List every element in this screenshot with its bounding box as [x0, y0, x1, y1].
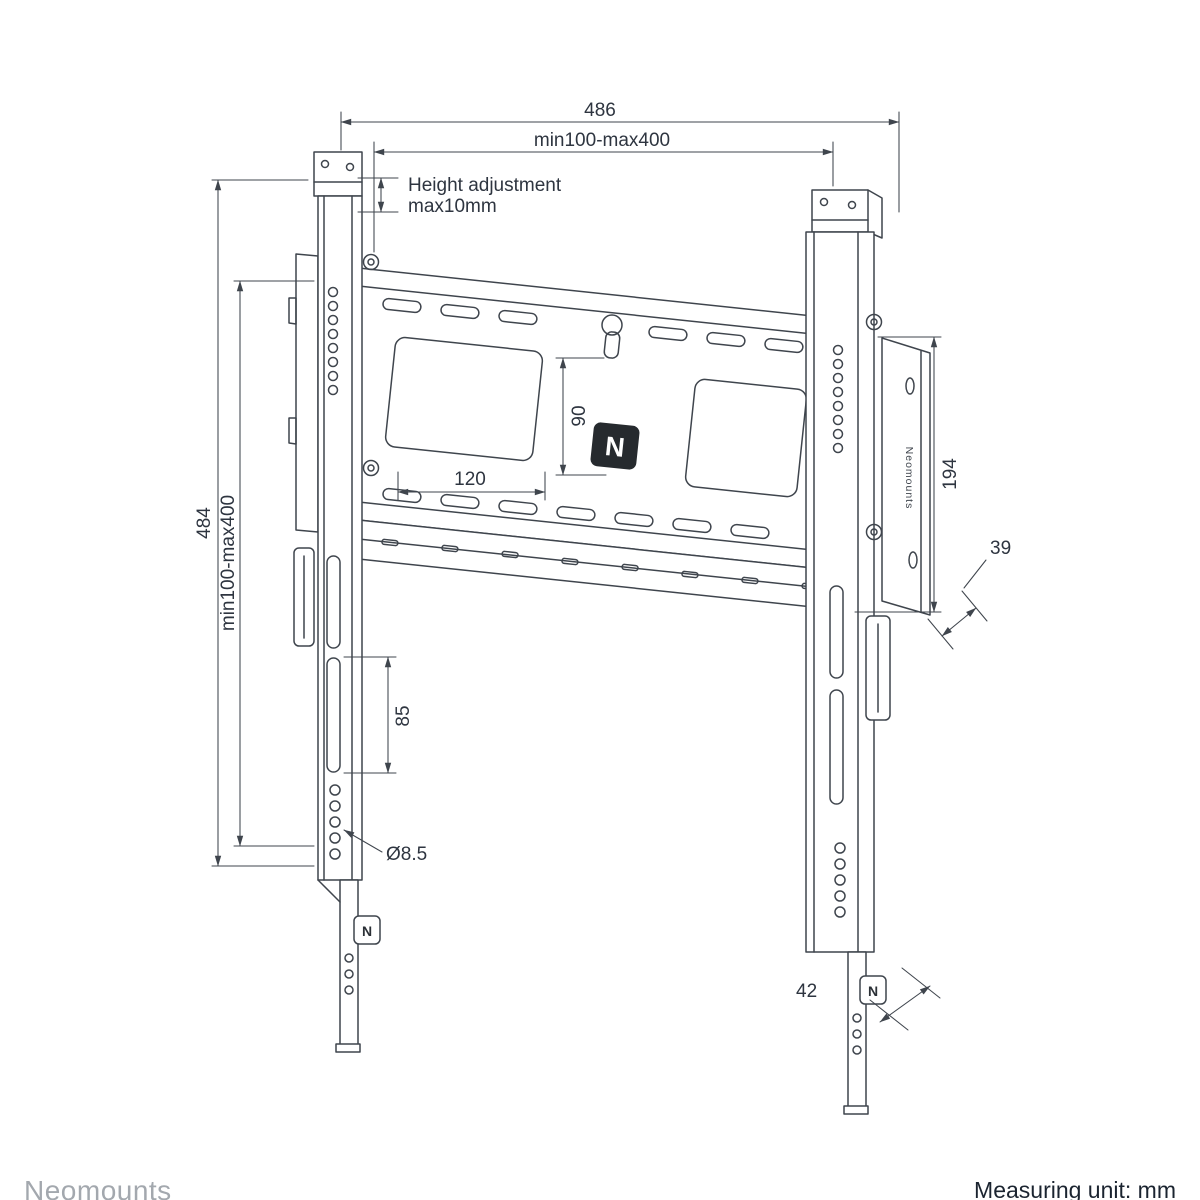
neomounts-logo-badge	[590, 422, 640, 470]
dim-label-42: 42	[796, 981, 817, 1002]
dim-label-486: 486	[584, 100, 616, 121]
dim-label-hole-diameter: Ø8.5	[386, 844, 427, 865]
height-adjustment-note-line1: Height adjustment	[408, 175, 562, 196]
center-logo-letter: N	[604, 431, 627, 463]
right-bracket-lower-holes	[834, 842, 862, 1055]
dimension-labels: 486 min100-max400 Height adjustment max1…	[194, 100, 1011, 1002]
right-wall-rail	[881, 337, 931, 616]
plate-cutout-left	[384, 336, 544, 462]
left-strap-clip	[353, 915, 381, 945]
dim-label-194: 194	[940, 458, 961, 490]
left-bracket-screws	[362, 253, 380, 477]
logo-letters: N N N Neomounts	[362, 431, 915, 999]
footer-measuring-unit: Measuring unit: mm	[974, 1177, 1176, 1200]
right-clip-logo-letter: N	[868, 983, 878, 999]
right-bracket-holes	[832, 344, 844, 454]
keyhole	[601, 314, 623, 359]
left-wall-rail	[288, 253, 319, 533]
dim-label-vesa-width: min100-max400	[534, 130, 670, 151]
footer: Neomounts Measuring unit: mm	[24, 1175, 1176, 1200]
dimension-lines	[211, 111, 988, 1031]
height-adjustment-note-line2: max10mm	[408, 196, 497, 217]
dim-label-vesa-height: min100-max400	[218, 495, 239, 631]
right-bracket-screws	[865, 313, 883, 541]
footer-brand: Neomounts	[24, 1175, 172, 1200]
dim-label-484: 484	[194, 507, 215, 539]
left-latch	[293, 547, 315, 647]
left-clip-logo-letter: N	[362, 923, 372, 939]
wall-plate	[339, 265, 861, 613]
left-bracket-holes	[327, 286, 339, 396]
left-bracket-lower-holes	[329, 784, 354, 995]
plate-cutout-right	[684, 378, 808, 498]
dim-label-39: 39	[990, 538, 1011, 559]
right-latch	[865, 615, 891, 721]
dim-label-120: 120	[454, 469, 486, 490]
rail-brand-text: Neomounts	[903, 447, 915, 510]
plate-bottom-slots	[382, 487, 770, 540]
left-bracket	[313, 151, 381, 1053]
plate-top-slots	[382, 297, 804, 354]
dim-label-90: 90	[569, 405, 590, 426]
dim-label-85: 85	[393, 705, 414, 726]
